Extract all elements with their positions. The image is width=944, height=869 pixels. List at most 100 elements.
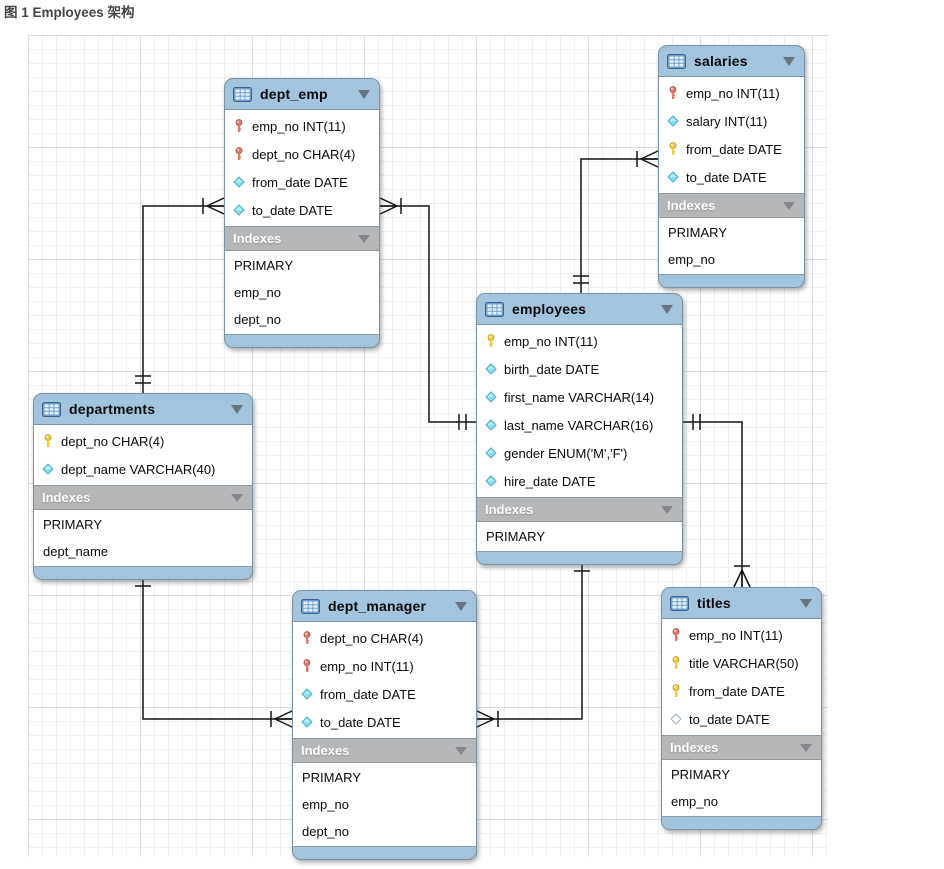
collapse-arrow-icon[interactable] bbox=[231, 493, 243, 502]
diamond-cyan-icon bbox=[42, 463, 54, 475]
er-table-header[interactable]: dept_emp bbox=[225, 79, 379, 109]
key-red-icon bbox=[233, 147, 245, 161]
diamond-cyan-icon bbox=[667, 171, 679, 183]
diamond-cyan-icon bbox=[485, 391, 497, 403]
column-label: title VARCHAR(50) bbox=[689, 655, 799, 671]
column-row: gender ENUM('M','F') bbox=[477, 439, 682, 467]
collapse-arrow-icon[interactable] bbox=[455, 746, 467, 755]
index-row: emp_no bbox=[671, 794, 718, 809]
column-row: to_date DATE bbox=[662, 705, 821, 733]
table-name: dept_emp bbox=[260, 86, 328, 102]
indexes-section-bar[interactable]: Indexes bbox=[477, 498, 682, 522]
index-row: PRIMARY bbox=[668, 225, 727, 240]
column-row: from_date DATE bbox=[659, 135, 804, 163]
figure-caption: 图 1 Employees 架构 bbox=[4, 5, 135, 20]
collapse-arrow-icon[interactable] bbox=[800, 743, 812, 752]
index-row: dept_name bbox=[43, 544, 109, 559]
table-name: salaries bbox=[694, 53, 748, 69]
index-row: PRIMARY bbox=[43, 517, 102, 532]
key-yellow-icon bbox=[670, 656, 682, 670]
column-list: dept_no CHAR(4) dept_name VARCHAR(40) bbox=[34, 424, 252, 486]
table-footer bbox=[225, 335, 379, 347]
indexes-label: Indexes bbox=[42, 490, 91, 505]
column-label: first_name VARCHAR(14) bbox=[504, 389, 655, 405]
column-label: birth_date DATE bbox=[504, 361, 600, 377]
column-label: emp_no INT(11) bbox=[686, 85, 780, 101]
column-row: emp_no INT(11) bbox=[662, 621, 821, 649]
indexes-label: Indexes bbox=[233, 231, 282, 246]
column-label: emp_no INT(11) bbox=[504, 333, 598, 349]
index-row: dept_no bbox=[234, 312, 281, 327]
column-label: to_date DATE bbox=[252, 202, 333, 218]
column-row: birth_date DATE bbox=[477, 355, 682, 383]
table-footer bbox=[659, 275, 804, 287]
collapse-arrow-icon[interactable] bbox=[800, 598, 812, 608]
diamond-cyan-icon bbox=[301, 716, 313, 728]
column-row: from_date DATE bbox=[225, 168, 379, 196]
column-label: dept_name VARCHAR(40) bbox=[61, 461, 216, 477]
collapse-arrow-icon[interactable] bbox=[661, 304, 673, 314]
key-red-icon bbox=[233, 119, 245, 133]
key-yellow-icon bbox=[485, 334, 497, 348]
er-table-dept_manager[interactable]: dept_manager dept_no CHAR(4) emp_no INT(1… bbox=[292, 590, 477, 860]
column-list: emp_no INT(11)dept_no CHAR(4)from_date D… bbox=[225, 109, 379, 227]
er-table-employees[interactable]: employees emp_no INT(11) birth_date DATE f… bbox=[476, 293, 683, 565]
collapse-arrow-icon[interactable] bbox=[231, 404, 243, 414]
column-row: first_name VARCHAR(14) bbox=[477, 383, 682, 411]
er-table-header[interactable]: dept_manager bbox=[293, 591, 476, 621]
indexes-label: Indexes bbox=[667, 198, 716, 213]
er-table-salaries[interactable]: salaries emp_no INT(11)salary INT(11)fro… bbox=[658, 45, 805, 288]
column-row: dept_name VARCHAR(40) bbox=[34, 455, 252, 483]
table-name: titles bbox=[697, 595, 731, 611]
table-name: employees bbox=[512, 301, 587, 317]
column-label: dept_no CHAR(4) bbox=[320, 630, 424, 646]
relationship-employees-salaries bbox=[580, 158, 658, 293]
indexes-section-bar[interactable]: Indexes bbox=[662, 736, 821, 760]
er-table-header[interactable]: departments bbox=[34, 394, 252, 424]
column-row: last_name VARCHAR(16) bbox=[477, 411, 682, 439]
indexes-section-bar[interactable]: Indexes bbox=[225, 227, 379, 251]
column-list: emp_no INT(11)salary INT(11)from_date DA… bbox=[659, 76, 804, 194]
er-table-dept_emp[interactable]: dept_emp emp_no INT(11)dept_no CHAR(4)fr… bbox=[224, 78, 380, 348]
relationship-employees-dept_manager bbox=[477, 554, 583, 720]
collapse-arrow-icon[interactable] bbox=[783, 56, 795, 66]
diamond-cyan-icon bbox=[485, 447, 497, 459]
index-list: PRIMARY bbox=[477, 522, 682, 552]
table-footer bbox=[34, 567, 252, 579]
key-red-icon bbox=[667, 86, 679, 100]
er-table-departments[interactable]: departments dept_no CHAR(4) dept_name VAR… bbox=[33, 393, 253, 580]
er-table-header[interactable]: salaries bbox=[659, 46, 804, 76]
indexes-section-bar[interactable]: Indexes bbox=[659, 194, 804, 218]
collapse-arrow-icon[interactable] bbox=[455, 601, 467, 611]
table-name: dept_manager bbox=[328, 598, 427, 614]
er-table-titles[interactable]: titles emp_no INT(11)title VARCHAR(50)fr… bbox=[661, 587, 822, 830]
collapse-arrow-icon[interactable] bbox=[358, 89, 370, 99]
collapse-arrow-icon[interactable] bbox=[661, 505, 673, 514]
indexes-label: Indexes bbox=[670, 740, 719, 755]
collapse-arrow-icon[interactable] bbox=[358, 234, 370, 243]
table-name: departments bbox=[69, 401, 156, 417]
er-table-header[interactable]: employees bbox=[477, 294, 682, 324]
table-footer bbox=[662, 817, 821, 829]
column-label: to_date DATE bbox=[686, 169, 767, 185]
index-row: PRIMARY bbox=[671, 767, 730, 782]
column-label: dept_no CHAR(4) bbox=[61, 433, 165, 449]
column-row: emp_no INT(11) bbox=[293, 652, 476, 680]
er-table-header[interactable]: titles bbox=[662, 588, 821, 618]
table-icon bbox=[42, 401, 61, 417]
key-yellow-icon bbox=[667, 142, 679, 156]
indexes-label: Indexes bbox=[485, 502, 534, 517]
indexes-section-bar[interactable]: Indexes bbox=[293, 739, 476, 763]
column-label: to_date DATE bbox=[689, 711, 770, 727]
diamond-cyan-icon bbox=[233, 176, 245, 188]
column-row: title VARCHAR(50) bbox=[662, 649, 821, 677]
column-label: emp_no INT(11) bbox=[689, 627, 783, 643]
column-list: dept_no CHAR(4)emp_no INT(11)from_date D… bbox=[293, 621, 476, 739]
collapse-arrow-icon[interactable] bbox=[783, 201, 795, 210]
table-icon bbox=[301, 598, 320, 614]
indexes-section-bar[interactable]: Indexes bbox=[34, 486, 252, 510]
column-label: emp_no INT(11) bbox=[320, 658, 414, 674]
